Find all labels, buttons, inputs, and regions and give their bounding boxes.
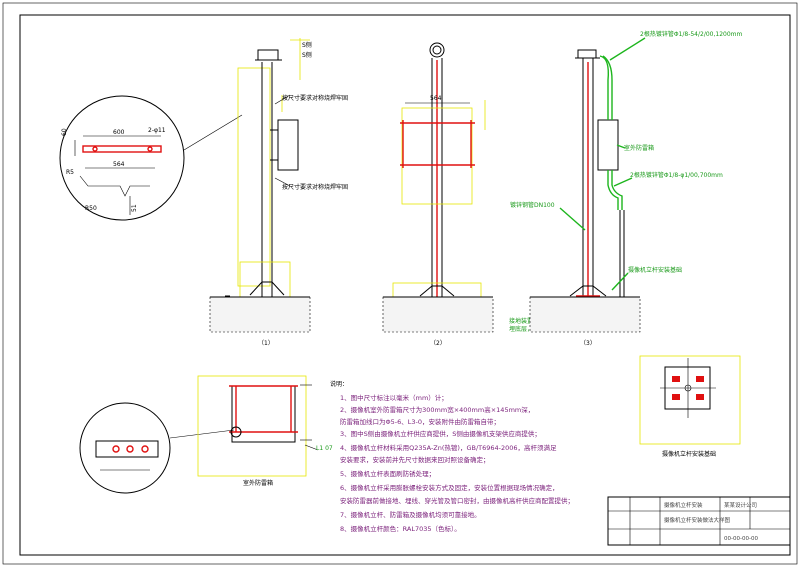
detail-circle: 600 564 R5 R50 60 51 2-φ11 — [59, 95, 243, 221]
notes-heading: 说明： — [330, 380, 348, 388]
pole-left-callout-top: 按尺寸要求对称烧焊牢固 — [282, 94, 348, 102]
note-3: 3、图中S侧由摄像机立杆供应商提供，S侧由摄像机支架供应商提供； — [340, 429, 541, 438]
dim-51: 51 — [131, 204, 138, 212]
title-block-number: 00-00-00-00 — [724, 536, 758, 542]
note-4b: 安装要求，安装前并先尺寸数据来回对照设备确定； — [340, 455, 490, 464]
note-7: 7、摄像机立杆、防雷箱及摄像机均须可靠接地。 — [340, 510, 481, 519]
label-base: 摄像机立杆安装基础 — [628, 266, 682, 274]
dim-564: 564 — [113, 161, 125, 168]
dim-600: 600 — [113, 129, 125, 136]
notes-block: 说明： 1、图中尺寸标注以毫米（mm）计； 2、摄像机室外防雷箱尺寸为300mm… — [330, 380, 574, 533]
note-1: 1、图中尺寸标注以毫米（mm）计； — [340, 393, 448, 402]
box-detail-caption: 室外防雷箱 — [243, 479, 273, 487]
label-steel-pipe: 镀锌钢管DN100 — [510, 201, 555, 209]
pole-left-dim-b: S侧 — [302, 51, 312, 59]
title-block: 摄像机立杆安装 某某设计公司 摄像机立杆安装做法大样图 00-00-00-00 — [607, 496, 791, 546]
note-6b: 安装防雷器前做接地、埋线、穿光管及管口密封，由摄像机高杆供应商配置提供； — [340, 496, 574, 505]
pole-left: S侧 S侧 按尺寸要求对称烧焊牢固 按尺寸要求对称烧焊牢固 （1） — [209, 38, 348, 347]
note-8: 8、摄像机立杆颜色：RAL7035（色标）。 — [340, 524, 461, 533]
pole-middle: 564 （2） — [382, 42, 494, 347]
box-detail-tag: L1 07 — [316, 445, 333, 452]
note-2b: 防雷箱加线口为Φ5-6、L3-0，安装附件由防雷箱自带； — [340, 417, 500, 426]
title-block-name: 摄像机立杆安装 — [664, 501, 703, 509]
title-block-drawing: 摄像机立杆安装做法大样图 — [664, 516, 731, 524]
label-elevation-2: （2） — [430, 340, 446, 347]
title-block-company: 某某设计公司 — [724, 501, 757, 509]
base-detail: 摄像机立杆安装基础 — [639, 355, 741, 458]
dim-60: 60 — [61, 128, 68, 136]
label-elevation-1: （1） — [258, 340, 274, 347]
box-detail: L1 07 室外防雷箱 — [79, 375, 333, 494]
pole-right: 2根热镀锌管Φ1/8-54/2/00,1200mm 室外防雷箱 2根热镀锌管Φ1… — [509, 30, 743, 347]
note-6: 6、摄像机立杆采用膨胀螺栓安装方式及固定，安装位置根据现场情况确定， — [340, 483, 559, 492]
label-cable-top: 2根热镀锌管Φ1/8-54/2/00,1200mm — [640, 30, 743, 38]
dim-2phi11: 2-φ11 — [148, 127, 166, 134]
inner-frame — [19, 14, 791, 556]
label-elevation-3: （3） — [580, 340, 596, 347]
dim-r50: R50 — [85, 205, 97, 212]
note-2: 2、摄像机室外防雷箱尺寸为300mm宽×400mm高×145mm深， — [340, 405, 534, 414]
pole-left-dim-a: S侧 — [302, 41, 312, 49]
pole-middle-dim: 564 — [430, 95, 442, 102]
label-cable-mid: 2根热镀锌管Φ1/8-φ1/00,700mm — [630, 171, 723, 179]
label-lightning-box: 室外防雷箱 — [624, 144, 654, 152]
pole-left-callout-bottom: 按尺寸要求对称烧焊牢固 — [282, 183, 348, 191]
base-detail-caption: 摄像机立杆安装基础 — [662, 450, 716, 458]
dim-r5: R5 — [66, 169, 74, 176]
note-5: 5、摄像机立杆表面刷防锈处理； — [340, 469, 435, 478]
note-4: 4、摄像机立杆材料采用Q235A-Zn(热镀)，GB/T6964-2006，高杆… — [340, 443, 557, 452]
